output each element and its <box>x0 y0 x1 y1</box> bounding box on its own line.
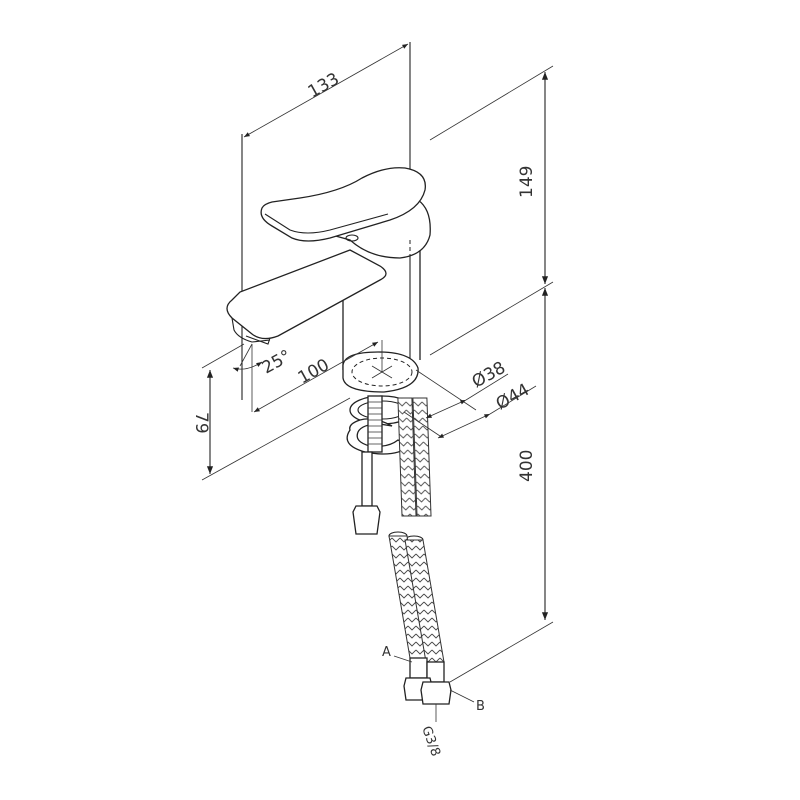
dim-hose-length: 400 <box>449 288 554 683</box>
dim-400-label: 400 <box>517 450 537 482</box>
callout-b: B <box>476 699 485 714</box>
dim-25deg-label: 25° <box>259 346 295 378</box>
dim-79-label: 79 <box>191 412 211 434</box>
callout-thread: G3/8 <box>418 724 443 758</box>
dim-100-label: 100 <box>295 355 333 388</box>
dim-133-label: 133 <box>305 69 343 102</box>
supply-hoses <box>388 397 452 705</box>
dim-outlet-height: 79 <box>191 343 351 481</box>
faucet-body <box>226 167 431 378</box>
dim-dia44-label: Ø44 <box>493 380 533 414</box>
callout-a: A <box>382 645 391 660</box>
dim-149-label: 149 <box>517 166 537 198</box>
dim-spout-height: 149 <box>429 65 554 356</box>
dim-dia38-label: Ø38 <box>469 358 509 392</box>
